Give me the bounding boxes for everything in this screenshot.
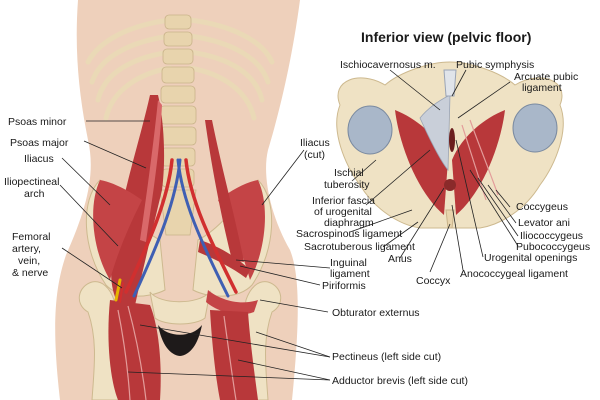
label-sacrospinous: Sacrospinous ligament [296,228,402,240]
inset-anus [444,179,456,191]
label-iliococcygeus: Iliococcygeus [520,230,583,242]
left-muscles [93,95,165,400]
label-coccygeus: Coccygeus [516,201,568,213]
label-iliacus-cut-1: Iliacus [300,137,330,149]
spine [159,14,197,236]
label-femoral-3: vein, [18,255,40,267]
inset-title: Inferior view (pelvic floor) [361,29,531,45]
inset-right-obturator [512,103,558,153]
label-inguinal-1: Inguinal [330,257,367,269]
left-psoas-minor [140,100,162,242]
piriformis [198,240,250,278]
label-sacrotuberous: Sacrotuberous ligament [304,241,415,253]
label-obturator-externus: Obturator externus [332,307,420,319]
inset-left-obturator [347,105,393,155]
left-iliacus [93,180,142,280]
left-adductors [108,300,161,400]
label-pubococcygeus: Pubococcygeus [516,241,590,253]
rib-cage [85,17,275,121]
label-psoas-minor: Psoas minor [8,116,67,128]
label-iliopectineal-arch-2: arch [24,188,45,200]
label-arcuate-2: ligament [522,82,562,94]
label-urogenital-openings: Urogenital openings [484,252,577,264]
label-iliacus: Iliacus [24,153,54,165]
label-psoas-major: Psoas major [10,137,69,149]
label-inf-fascia-3: diaphragm [324,217,374,229]
label-femoral-2: artery, [12,243,41,255]
label-arcuate-1: Arcuate pubic [514,71,578,83]
label-ischial-2: tuberosity [324,179,370,191]
pelvic-floor-inset [336,61,564,229]
label-iliopectineal-arch-1: Iliopectineal [4,176,59,188]
vessels [114,158,238,303]
inset-urogenital-diaphragm [419,94,451,172]
label-inf-fascia-2: of urogenital [314,206,372,218]
label-adductor-brevis: Adductor brevis (left side cut) [332,375,468,387]
label-piriformis: Piriformis [322,280,366,292]
label-anus: Anus [388,253,412,265]
inset-levator-ani-right [452,110,505,215]
label-inf-fascia-1: Inferior fascia [312,195,375,207]
right-psoas [205,120,244,262]
label-pubic-symphysis: Pubic symphysis [456,59,534,71]
inset-coccyx [445,209,455,229]
inset-levator-ani-left [395,110,448,215]
right-thigh-muscles [210,310,258,400]
right-muscles [198,120,265,400]
label-femoral-4: & nerve [12,267,48,279]
label-femoral-1: Femoral [12,231,51,243]
obturator-externus [206,290,258,315]
leader-lines [59,69,519,381]
label-levator-ani: Levator ani [518,217,570,229]
label-ischiocavernosus: Ischiocavernosus m. [340,59,436,71]
label-anococcygeal: Anococcygeal ligament [460,268,568,280]
label-coccyx: Coccyx [416,275,451,287]
label-iliacus-cut-2: (cut) [304,149,325,161]
inset-pubic-symphysis [443,69,457,97]
pubic-region [158,325,202,356]
label-pectineus: Pectineus (left side cut) [332,351,441,363]
label-inguinal-2: ligament [330,268,370,280]
inset-urogenital-openings [449,128,455,152]
label-ischial-1: Ischial [334,167,364,179]
